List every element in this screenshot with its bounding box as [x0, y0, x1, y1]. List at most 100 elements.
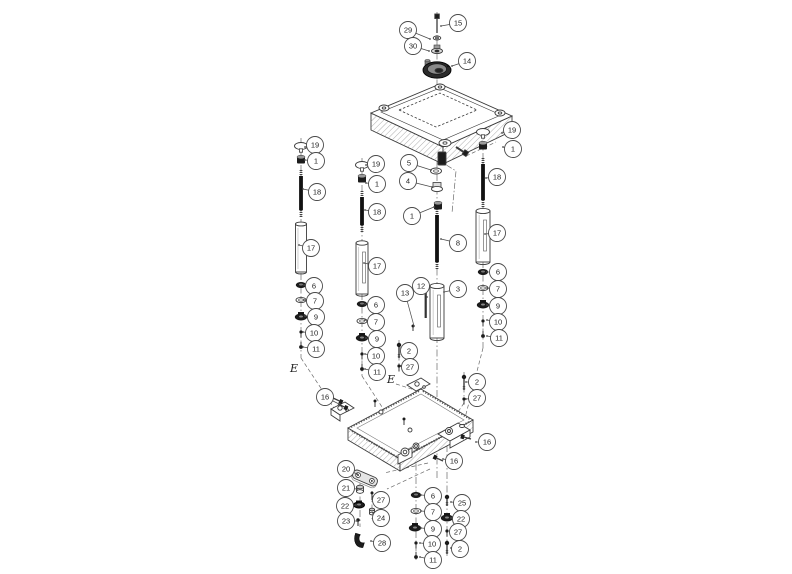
balloon-number: 7 — [313, 297, 317, 306]
balloon-number: 30 — [409, 42, 417, 51]
balloon-9: 9 — [420, 520, 442, 538]
balloon-19: 19 — [501, 121, 521, 139]
balloon-2: 2 — [450, 540, 469, 558]
balloon-6: 6 — [486, 263, 507, 281]
balloon-10: 10 — [419, 535, 441, 553]
balloon-2: 2 — [400, 342, 418, 360]
balloon-27: 27 — [372, 491, 390, 509]
balloon-22: 22 — [336, 497, 357, 515]
balloon-number: 19 — [508, 126, 516, 135]
balloon-number: 9 — [375, 335, 379, 344]
balloon-17: 17 — [484, 224, 506, 242]
balloon-number: 9 — [431, 525, 435, 534]
balloon-6: 6 — [420, 487, 442, 505]
cam-plate-14 — [422, 59, 452, 79]
balloon-11: 11 — [486, 329, 508, 347]
balloon-8: 8 — [440, 234, 467, 252]
balloon-number: 2 — [407, 347, 411, 356]
balloon-number: 6 — [312, 282, 316, 291]
balloon-11: 11 — [364, 363, 386, 381]
balloon-9: 9 — [365, 330, 386, 348]
balloon-number: 1 — [375, 180, 379, 189]
balloon-number: 16 — [450, 457, 458, 466]
plate-pins — [373, 399, 406, 425]
balloon-1: 1 — [365, 175, 386, 193]
balloon-18: 18 — [485, 168, 506, 186]
balloon-6: 6 — [303, 277, 323, 295]
balloon-21: 21 — [337, 479, 358, 497]
balloon-16: 16 — [475, 433, 496, 451]
balloon-number: 6 — [374, 301, 378, 310]
balloon-number: 1 — [314, 157, 318, 166]
balloon-3: 3 — [443, 280, 467, 298]
balloon-2: 2 — [465, 373, 486, 391]
balloon-number: 16 — [321, 393, 329, 402]
balloon-number: 11 — [373, 368, 381, 377]
balloon-25: 25 — [450, 494, 471, 512]
balloon-number: 20 — [342, 465, 350, 474]
balloon-23: 23 — [337, 512, 358, 530]
balloon-number: 6 — [431, 492, 435, 501]
balloon-number: 13 — [401, 289, 409, 298]
balloon-11: 11 — [302, 340, 325, 358]
bushing-21 — [356, 484, 364, 494]
balloon-1: 1 — [304, 152, 325, 170]
balloon-5: 5 — [400, 154, 432, 172]
balloon-7: 7 — [486, 280, 507, 298]
balloon-1: 1 — [403, 206, 435, 225]
plate-hole — [378, 409, 384, 415]
balloon-number: 7 — [374, 318, 378, 327]
top-corner-boss — [406, 377, 431, 392]
balloon-number: 8 — [456, 239, 460, 248]
table-corner-screw — [455, 146, 470, 158]
balloon-13: 13 — [396, 284, 415, 327]
balloon-number: 9 — [314, 313, 318, 322]
base-plate-drawing — [330, 377, 474, 472]
balloon-27: 27 — [449, 523, 467, 541]
screw-27-small — [370, 491, 374, 500]
balloon-number: 19 — [311, 141, 319, 150]
callout-balloons: 1529301419118176791011191181767910115418… — [289, 14, 522, 569]
balloon-number: 28 — [378, 539, 386, 548]
nut-30 — [431, 44, 443, 55]
balloon-17: 17 — [298, 239, 320, 257]
balloon-15: 15 — [440, 14, 467, 32]
section-label-E: E — [386, 373, 395, 386]
balloon-10: 10 — [486, 313, 507, 331]
center-lines — [300, 12, 497, 560]
balloon-19: 19 — [365, 155, 385, 173]
u-clip-28 — [354, 532, 365, 548]
balloon-14: 14 — [451, 52, 476, 70]
bottom-boss — [397, 442, 420, 465]
balloon-28: 28 — [370, 534, 391, 552]
upper-table-drawing — [369, 83, 514, 166]
balloon-number: 7 — [431, 508, 435, 517]
balloon-number: 27 — [473, 394, 481, 403]
balloon-number: 25 — [458, 499, 466, 508]
balloon-number: 24 — [377, 514, 385, 523]
balloon-27: 27 — [465, 389, 486, 407]
balloon-number: 27 — [377, 496, 385, 505]
balloon-number: 17 — [373, 262, 381, 271]
balloon-number: 10 — [494, 318, 502, 327]
balloon-number: 16 — [483, 438, 491, 447]
balloon-number: 2 — [458, 545, 462, 554]
balloon-16: 16 — [442, 452, 463, 470]
balloon-1: 1 — [502, 140, 522, 158]
balloon-number: 11 — [495, 334, 503, 343]
balloon-number: 17 — [493, 229, 501, 238]
balloon-30: 30 — [404, 37, 430, 55]
balloon-number: 5 — [407, 159, 411, 168]
balloon-9: 9 — [486, 297, 507, 315]
balloon-number: 29 — [404, 26, 412, 35]
top-hardware-drawing — [422, 13, 452, 79]
balloon-7: 7 — [364, 313, 385, 331]
balloon-number: 2 — [475, 378, 479, 387]
left-mount-bracket — [330, 401, 355, 422]
balloon-number: 18 — [313, 188, 321, 197]
balloon-number: 21 — [342, 484, 350, 493]
balloon-18: 18 — [302, 183, 326, 201]
balloon-number: 17 — [307, 244, 315, 253]
flanged-nut-22 — [353, 500, 365, 509]
